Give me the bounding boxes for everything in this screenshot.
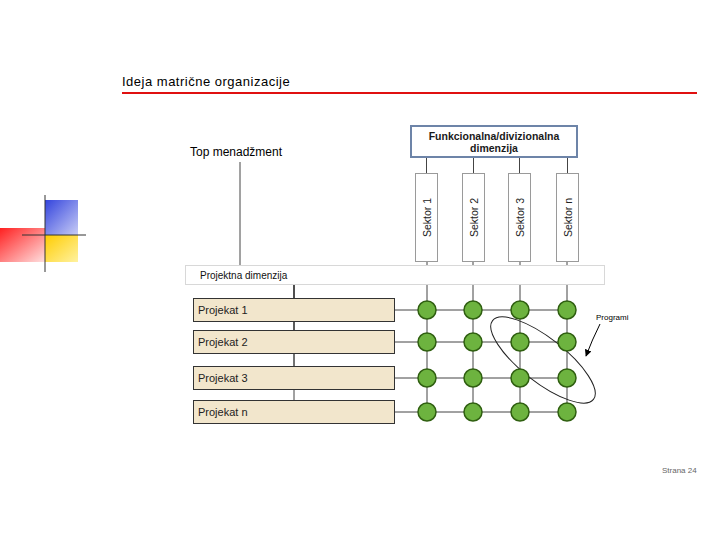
node-text: Sektor n — [562, 198, 574, 237]
slide-title: Ideja matrične organizacije — [122, 74, 290, 89]
deco-line — [45, 195, 46, 272]
deco-square — [0, 228, 45, 262]
node-text: Projekat n — [198, 406, 248, 418]
decoration — [0, 195, 86, 272]
dimension-band: Projektna dimenzija — [185, 265, 605, 285]
deco-square — [45, 235, 78, 262]
connector-group — [294, 158, 568, 400]
matrix-node — [511, 333, 529, 351]
node-text: Funkcionalna/divizionalna dimenzija — [416, 130, 572, 154]
matrix-node — [511, 301, 529, 319]
connector — [473, 158, 474, 173]
matrix-grid — [395, 262, 567, 412]
connector — [567, 158, 568, 173]
node-text: Projekat 3 — [198, 372, 248, 384]
deco-line — [22, 235, 86, 236]
project-box: Projekat 3 — [193, 366, 395, 390]
matrix-node — [464, 403, 482, 421]
matrix-node — [558, 369, 576, 387]
pointer-arrow — [586, 324, 600, 356]
matrix-node — [511, 403, 529, 421]
project-box: Projekat n — [193, 400, 395, 424]
deco-square — [45, 200, 78, 235]
matrix-node — [464, 301, 482, 319]
node-text: Projekat 2 — [198, 336, 248, 348]
node-text: Sektor 2 — [468, 198, 480, 237]
matrix-node — [418, 403, 436, 421]
node-text: Sektor 1 — [421, 198, 433, 237]
matrix-node — [464, 369, 482, 387]
matrix-node — [464, 333, 482, 351]
matrix-node — [418, 301, 436, 319]
hierarchy-line — [240, 162, 241, 265]
page-number: Strana 24 — [662, 466, 697, 475]
sector-box: Sektor 3 — [508, 173, 531, 262]
sector-box: Sektor 1 — [415, 173, 438, 262]
matrix-node — [558, 333, 576, 351]
management-label: Top menadžment — [190, 145, 282, 159]
matrix-node — [511, 369, 529, 387]
connector — [519, 158, 520, 173]
sector-box: Sektor 2 — [462, 173, 485, 262]
node-text: Projektna dimenzija — [200, 270, 287, 281]
program-ellipse — [479, 303, 607, 416]
matrix-node — [558, 301, 576, 319]
matrix-node — [418, 333, 436, 351]
annotation-label: Programi — [596, 313, 628, 322]
connector — [294, 285, 295, 400]
project-box: Projekat 1 — [193, 298, 395, 322]
project-box: Projekat 2 — [193, 330, 395, 354]
dimension-box: Funkcionalna/divizionalna dimenzija — [410, 125, 578, 158]
node-text: Sektor 3 — [514, 198, 526, 237]
connector — [426, 158, 427, 173]
intersection-nodes — [418, 301, 576, 421]
node-text: Projekat 1 — [198, 304, 248, 316]
sector-box: Sektor n — [556, 173, 579, 262]
title-rule — [122, 92, 697, 94]
matrix-node — [558, 403, 576, 421]
matrix-node — [418, 369, 436, 387]
